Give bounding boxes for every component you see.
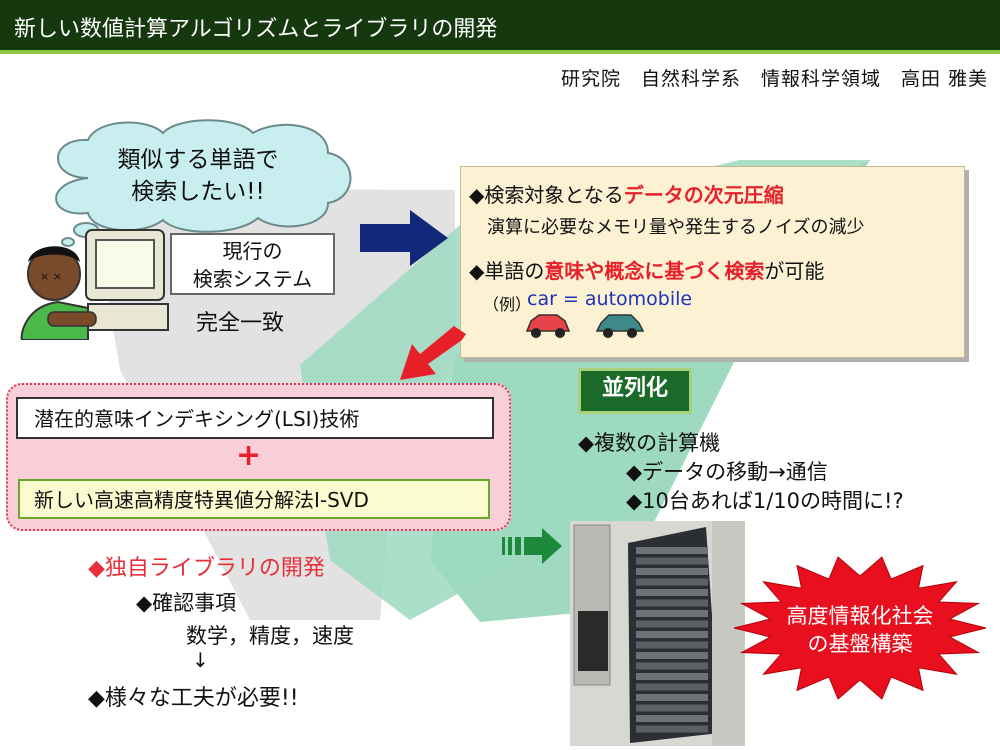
server-rack-photo [570,521,745,746]
current-system-line-1: 現行の [222,239,283,263]
header-bar: 新しい数値計算アルゴリズムとライブラリの開発 [0,0,1000,54]
author-byline: 研究院 自然科学系 情報科学領域 高田 雅美 [560,68,988,90]
server-blade [636,589,708,596]
server-blade [636,641,708,649]
frustrated-user-illustration: × × [20,229,169,340]
parallel-item-1: ◆複数の計算機 [578,431,721,455]
feature-item-2: ◆単語の意味や概念に基づく検索が可能 [469,255,824,284]
parallel-item-3: ◆10台あれば1/10の時間に!? [626,489,904,513]
feature-2-suffix: が可能 [764,259,825,283]
server-blade [636,610,708,617]
library-heading: ◆独自ライブラリの開発 [88,556,325,581]
goal-line-2: の基盤構築 [807,632,913,656]
server-blade [636,683,708,691]
lsi-technique: 潜在的意味インデキシング(LSI)技術 [16,397,494,439]
right-arrow-icon [360,210,448,266]
parallel-item-2: ◆データの移動→通信 [626,460,828,484]
feature-1-highlight: データの次元圧縮 [623,183,784,207]
server-blade [636,631,708,638]
bubble-line-1: 類似する単語で [117,147,279,173]
library-item-1-sub: 数学，精度，速度 [186,624,354,648]
parallelization-label: 並列化 [578,368,692,414]
library-item-2: ◆様々な工夫が必要!! [88,686,299,711]
svg-text:× ×: × × [40,270,62,283]
server-blade [636,652,708,659]
server-blades [636,547,708,733]
red-car-icon [525,314,571,338]
page-title: 新しい数値計算アルゴリズムとライブラリの開発 [14,17,498,42]
server-blade [636,715,708,722]
down-left-arrow-icon [400,326,466,380]
server-blade [636,694,708,701]
server-blade [636,599,708,607]
isvd-method: 新しい高速高精度特異値分解法I-SVD [18,479,490,519]
example-label: （例） [483,295,532,314]
thought-bubble [55,119,352,247]
bubble-line-2: 検索したい!! [131,179,265,205]
server-blade [636,547,708,554]
server-blade [636,704,708,712]
feature-item-1: ◆検索対象となるデータの次元圧縮 [469,179,784,208]
striped-arrow-icon [502,528,562,564]
exact-match-caption: 完全一致 [196,311,285,336]
current-system-box: 現行の 検索システム [170,233,335,295]
example-text: car = automobile [527,288,693,310]
down-arrow: ↓ [192,648,209,672]
server-blade [636,568,708,575]
server-blade [636,620,708,628]
teal-car-icon [595,314,645,338]
server-blade [636,578,708,586]
goal-line-1: 高度情報化社会 [786,604,934,628]
library-item-1: ◆確認事項 [136,591,237,615]
server-blade [636,557,708,565]
feature-2-prefix: ◆単語の [469,259,545,283]
feature-box: ◆検索対象となるデータの次元圧縮 演算に必要なメモリ量や発生するノイズの減少 ◆… [460,166,965,358]
current-system-line-2: 検索システム [192,267,313,291]
feature-1-prefix: ◆検索対象となる [469,183,624,207]
server-blade [636,673,708,680]
server-blade [636,725,708,733]
plus-sign: + [236,438,262,473]
feature-2-highlight: 意味や概念に基づく検索 [544,259,765,283]
feature-1-sub: 演算に必要なメモリ量や発生するノイズの減少 [487,217,865,238]
server-blade [636,662,708,670]
goal-starburst [733,556,987,700]
